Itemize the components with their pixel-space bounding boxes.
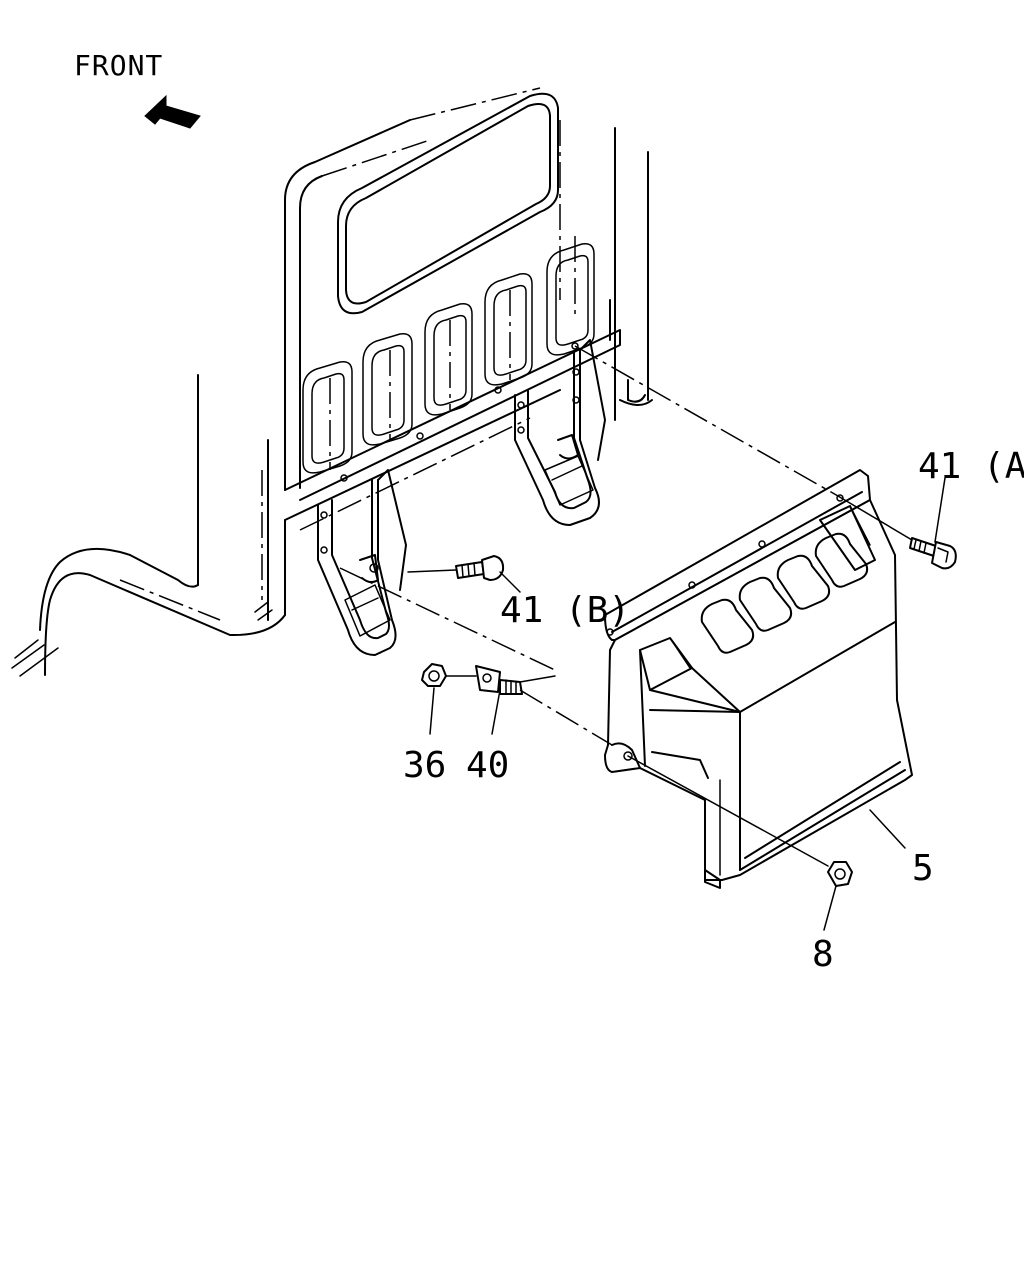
callout-36: 36 [403,745,446,786]
bolt-41a-icon [909,537,957,570]
front-label: FRONT [74,49,163,82]
front-direction-arrow-icon [144,94,201,129]
callout-5: 5 [912,848,934,889]
stud-40-icon [475,665,523,695]
assembly-lines [339,345,946,931]
bolt-41b-icon [455,555,505,581]
callout-41a: 41 (A) [918,446,1024,487]
nut-8-icon [827,861,853,887]
cover-assembly-part-5 [604,469,913,889]
callout-40: 40 [466,745,509,786]
cab-body-outline [11,87,653,677]
callout-41b: 41 (B) [500,590,630,631]
nut-36-icon [421,663,447,687]
mounting-brackets [317,339,606,656]
callout-8: 8 [812,934,834,975]
